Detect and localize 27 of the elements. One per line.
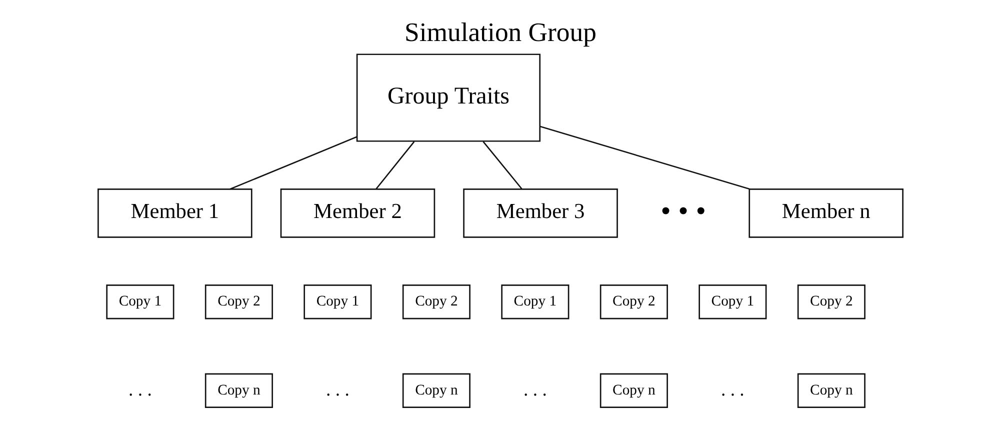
node-box: Copy 2 [402, 284, 470, 319]
label: . . . [128, 379, 152, 400]
connector [375, 140, 414, 189]
node-box: Copy 2 [796, 284, 865, 319]
label: . . . [326, 379, 349, 400]
label: . . . [523, 379, 546, 400]
node-box: Copy 1 [698, 284, 766, 319]
node-box: Copy n [599, 372, 668, 408]
node-box: Copy 2 [599, 284, 668, 319]
label: . . . [720, 379, 744, 400]
node-box: Copy n [402, 372, 470, 408]
node-box: Copy 1 [106, 284, 174, 319]
node-box: Copy n [204, 372, 272, 408]
node-box: Copy 2 [204, 284, 272, 319]
node-box: Copy 1 [500, 284, 569, 319]
node-box: Member 3 [462, 188, 618, 238]
node-box: Copy 1 [303, 284, 372, 319]
node-box: Group Traits [356, 53, 540, 142]
node-box: Member 1 [97, 188, 252, 238]
node-box: Member 2 [280, 188, 435, 238]
connector [539, 125, 750, 190]
label: • • • [660, 195, 706, 228]
connector [229, 136, 357, 190]
diagram-title: Simulation Group [404, 16, 596, 47]
connector [482, 140, 522, 189]
node-box: Copy n [796, 372, 865, 408]
node-box: Member n [748, 188, 903, 238]
